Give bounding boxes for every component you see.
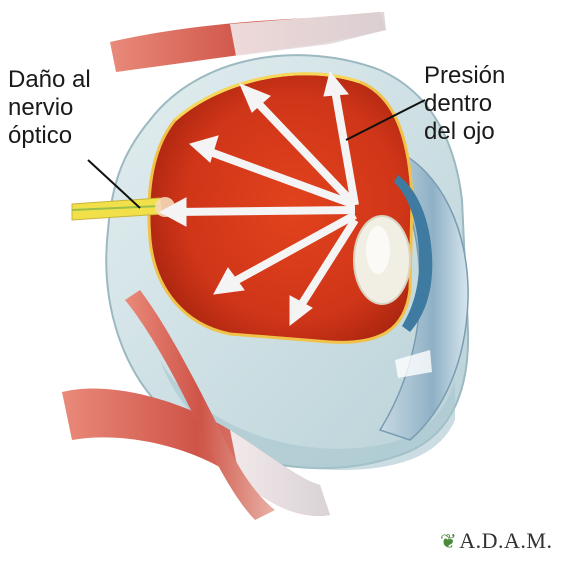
lens xyxy=(354,216,410,304)
label-line: Daño al xyxy=(8,66,91,94)
optic-nerve-damage-label: Daño al nervio óptico xyxy=(8,66,91,150)
label-line: dentro xyxy=(424,90,505,118)
adam-logo: ❦A.D.A.M. xyxy=(440,528,553,554)
logo-text: A.D.A.M. xyxy=(459,528,552,553)
label-line: nervio xyxy=(8,94,91,122)
leaf-icon: ❦ xyxy=(440,531,457,553)
intraocular-pressure-label: Presión dentro del ojo xyxy=(424,62,505,146)
label-line: óptico xyxy=(8,122,91,150)
label-line: del ojo xyxy=(424,118,505,146)
label-line: Presión xyxy=(424,62,505,90)
